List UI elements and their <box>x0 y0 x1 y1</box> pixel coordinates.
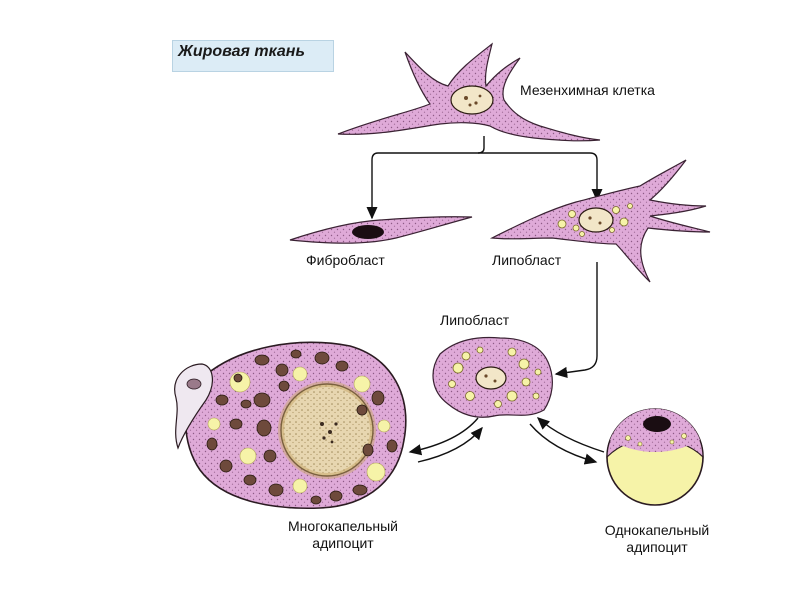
double-arrow-right <box>529 417 605 465</box>
unilocular-adipocyte <box>606 408 704 506</box>
title-box <box>172 40 334 72</box>
fat-droplets <box>557 203 633 237</box>
fibroblast-cell <box>289 216 473 244</box>
nucleus <box>578 207 614 233</box>
label-lipoblast-mid: Липобласт <box>440 312 510 328</box>
label-mesenchymal-cell: Мезенхимная клетка <box>520 82 655 98</box>
double-arrow-left <box>408 417 483 463</box>
mitochondria <box>206 349 398 505</box>
nucleus <box>352 225 384 239</box>
label-fibroblast: Фибробласт <box>306 252 385 268</box>
nucleus <box>450 85 494 115</box>
capillary <box>174 363 213 450</box>
lipoblast-cell-top <box>489 159 711 283</box>
label-lipoblast-top: Липобласт <box>492 252 562 268</box>
branch-arrows <box>366 136 603 220</box>
fat-droplets <box>448 346 542 408</box>
slide-title: Жировая ткань <box>178 43 305 60</box>
label-unilocular-line2: адипоцит <box>626 539 688 555</box>
nucleus <box>475 366 507 390</box>
lipoblast-cell-mid <box>432 336 553 418</box>
label-multilocular-line1: Многокапельный <box>288 518 398 534</box>
nucleus <box>643 416 671 432</box>
label-multilocular-line2: адипоцит <box>312 535 374 551</box>
mesenchymal-cell <box>337 42 601 142</box>
label-unilocular-line1: Однокапельный <box>604 522 710 538</box>
arrow-to-lipoblast <box>554 262 598 379</box>
multilocular-adipocyte <box>174 341 407 510</box>
